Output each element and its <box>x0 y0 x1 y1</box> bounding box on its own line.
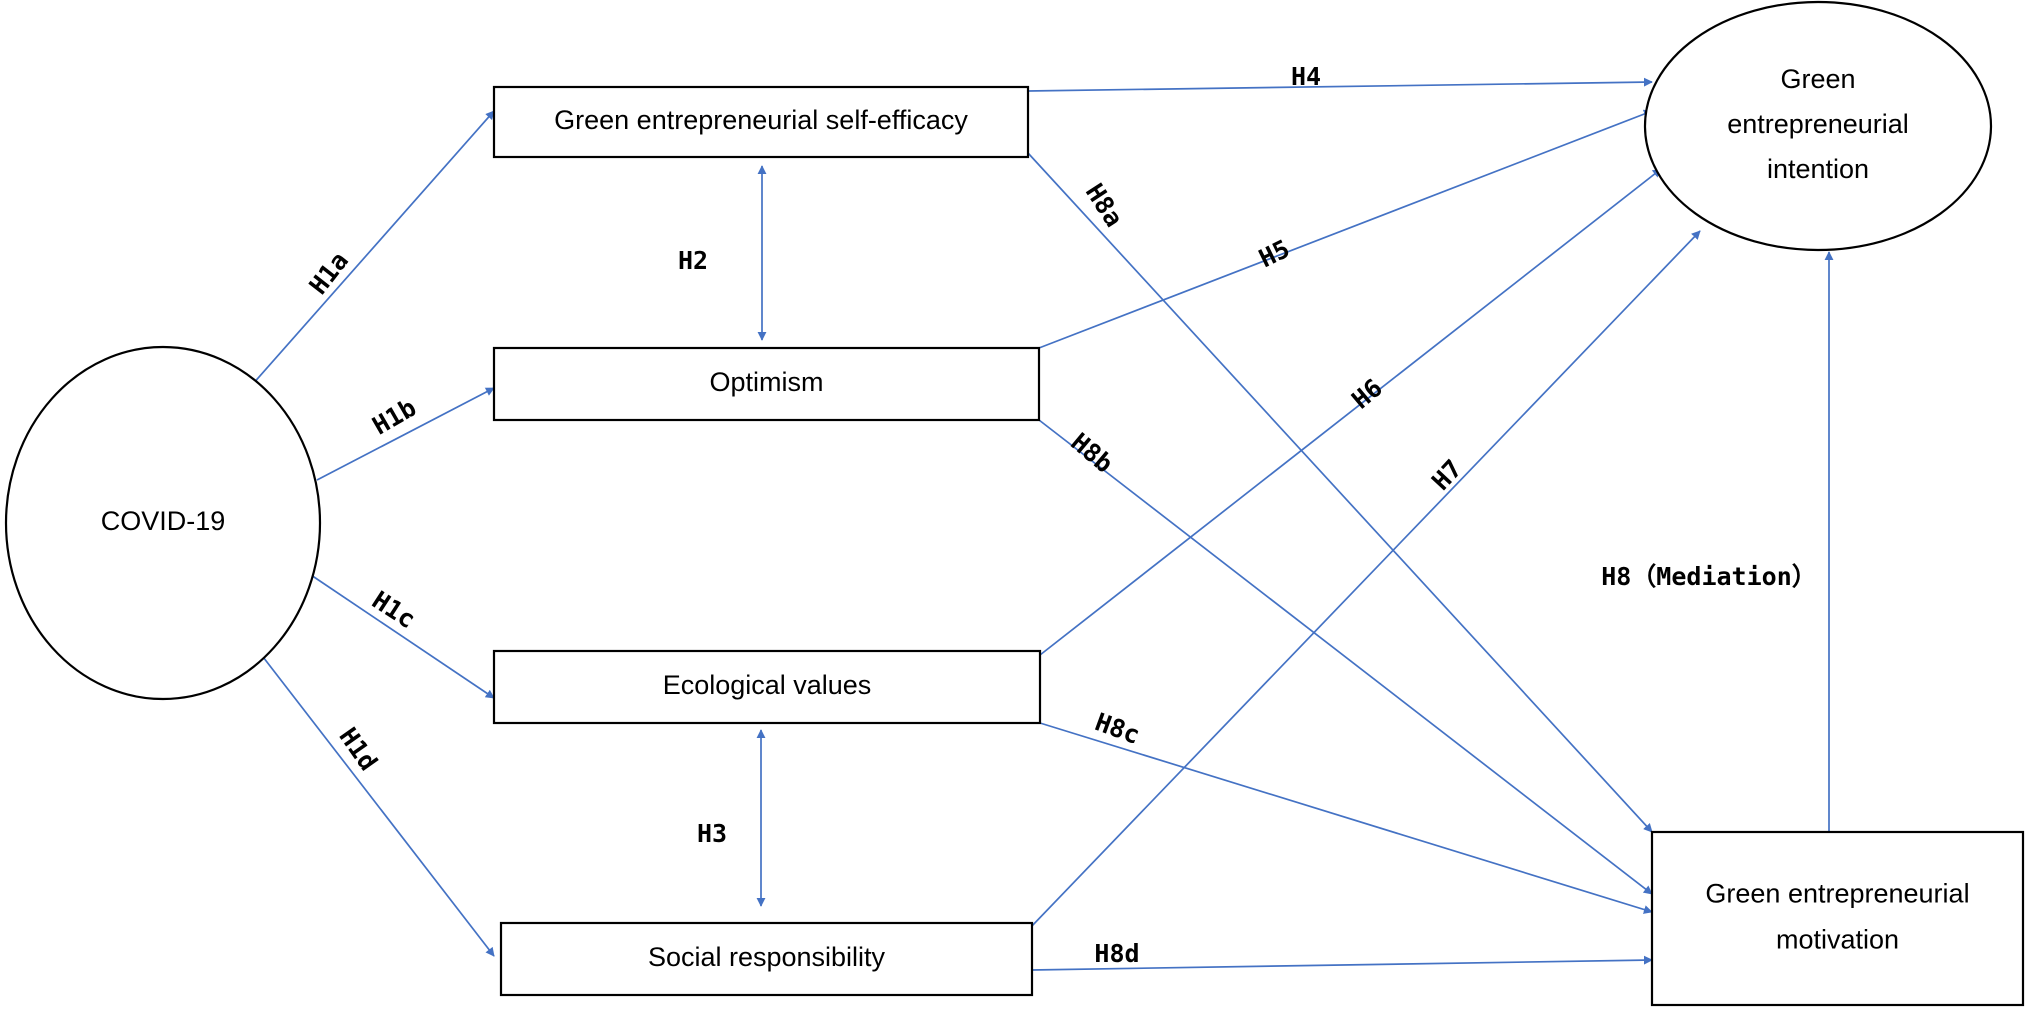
node-social-responsibility-box <box>499 921 1034 997</box>
edge-h8a-arrow <box>1027 152 1653 833</box>
node-intention-label: entrepreneurial <box>1727 109 1909 139</box>
node-intention-label: Green <box>1780 64 1855 94</box>
edge-h5-arrow <box>1038 109 1653 349</box>
node-ecological-values-label: Ecological values <box>663 670 872 700</box>
node-intention-label: intention <box>1767 154 1869 184</box>
node-intention-ellipse <box>1643 0 1993 252</box>
node-intention: Green entrepreneurial intention <box>1643 0 1993 252</box>
node-self-efficacy-label: Green entrepreneurial self-efficacy <box>554 105 968 135</box>
edge-h8d-arrow <box>1031 955 1653 971</box>
node-self-efficacy: Green entrepreneurial self-efficacy <box>492 85 1030 159</box>
edges-layer <box>242 77 1834 971</box>
edge-h6-arrow <box>1039 168 1662 656</box>
edge-label-h4: H4 <box>1291 62 1321 91</box>
edge-label-h5: H5 <box>1254 234 1294 273</box>
edge-label-h2: H2 <box>678 246 708 275</box>
edge-label-h1c: H1c <box>367 585 421 634</box>
edge-label-h8b: H8b <box>1065 427 1118 478</box>
edge-label-h8a: H8a <box>1080 178 1129 232</box>
edge-h4-arrow <box>1027 77 1653 92</box>
edge-label-h3: H3 <box>697 819 727 848</box>
edge-h1d-arrow <box>242 630 495 957</box>
node-social-responsibility-label: Social responsibility <box>648 942 886 972</box>
node-optimism: Optimism <box>492 346 1041 422</box>
node-covid-label: COVID-19 <box>101 506 226 536</box>
edge-label-h1b: H1b <box>367 393 421 441</box>
edge-label-h1d: H1d <box>333 722 383 776</box>
node-self-efficacy-box <box>492 85 1030 159</box>
node-ecological-values: Ecological values <box>492 649 1042 725</box>
node-motivation-label: Green entrepreneurial <box>1705 879 1969 909</box>
node-motivation-box <box>1650 830 2025 1007</box>
edge-label-h7: H7 <box>1426 454 1468 496</box>
edge-h1a-arrow <box>243 110 495 395</box>
edge-label-h6: H6 <box>1346 373 1388 415</box>
nodes-layer: COVID-19 Green entrepreneurial self-effic… <box>4 0 2025 1007</box>
edge-h8b-arrow <box>1038 419 1653 895</box>
node-optimism-box <box>492 346 1041 422</box>
node-motivation: Green entrepreneurial motivation <box>1650 830 2025 1007</box>
node-ecological-values-box <box>492 649 1042 725</box>
node-covid: COVID-19 <box>4 345 322 701</box>
edge-label-h8: H8（Mediation） <box>1601 562 1817 591</box>
node-covid-ellipse <box>4 345 322 701</box>
edge-label-h8c: H8c <box>1091 707 1143 750</box>
node-motivation-label: motivation <box>1776 925 1899 955</box>
edge-h1b-arrow <box>316 387 495 481</box>
edge-h8c-arrow <box>1039 722 1653 914</box>
edge-label-h8d: H8d <box>1094 939 1139 968</box>
node-optimism-label: Optimism <box>710 367 824 397</box>
edge-label-h1a: H1a <box>303 246 354 299</box>
edge-h1c-arrow <box>310 574 495 699</box>
node-social-responsibility: Social responsibility <box>499 921 1034 997</box>
edge-h7-arrow <box>1029 230 1701 929</box>
